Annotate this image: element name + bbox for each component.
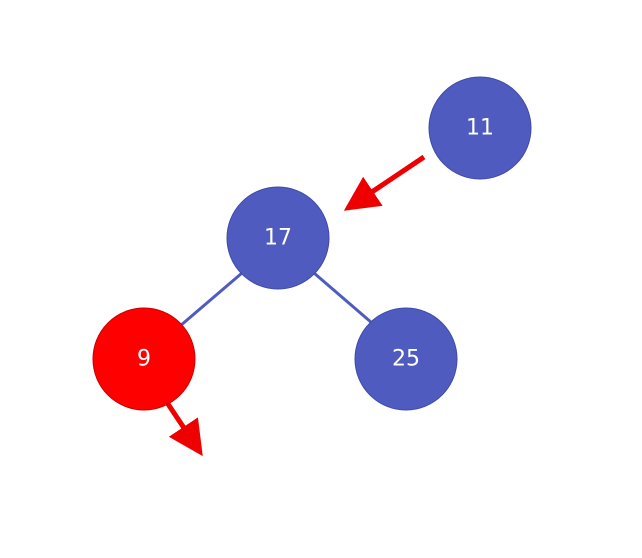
node-11-circle bbox=[428, 76, 532, 180]
node-9: 9 bbox=[92, 307, 196, 411]
node-17-label: 17 bbox=[264, 226, 292, 251]
edge-17-to-9 bbox=[179, 271, 243, 328]
node-25: 25 bbox=[354, 307, 458, 411]
node-25-label: 25 bbox=[392, 347, 420, 372]
node-17-circle bbox=[226, 186, 330, 290]
node-9-label: 9 bbox=[137, 347, 151, 372]
node-11: 11 bbox=[428, 76, 532, 180]
node-17: 17 bbox=[226, 186, 330, 290]
node-9-circle bbox=[92, 307, 196, 411]
pointer-arrow-from-9 bbox=[165, 402, 203, 457]
edge-17-to-25 bbox=[313, 271, 373, 325]
pointer-arrow-11-to-17 bbox=[343, 154, 426, 211]
node-25-circle bbox=[354, 307, 458, 411]
node-11-label: 11 bbox=[466, 116, 494, 141]
